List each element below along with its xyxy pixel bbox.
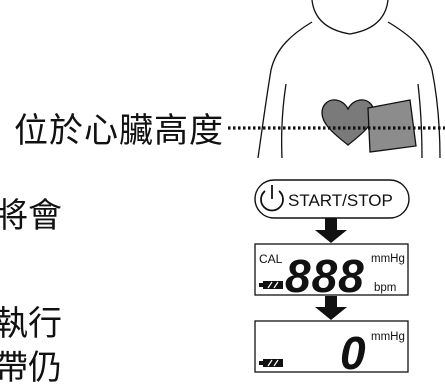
unit-mmhg: mmHg bbox=[371, 331, 405, 343]
unit-mmhg: mmHg bbox=[371, 253, 405, 265]
cal-label: CAL bbox=[259, 252, 283, 266]
display-panel-readings: CAL 888 mmHg bpm bbox=[254, 243, 409, 302]
battery-icon bbox=[259, 359, 283, 367]
torso-illustration bbox=[257, 0, 441, 159]
cuff-icon bbox=[367, 99, 417, 153]
arrow-down-icon bbox=[315, 218, 347, 243]
display-panel-zero: 0 mmHg bbox=[254, 320, 409, 379]
start-stop-label: START/STOP bbox=[288, 191, 393, 210]
arrow-down-icon bbox=[315, 296, 347, 320]
zero-digit: 0 bbox=[340, 327, 366, 379]
diagram-canvas: START/STOP CAL 888 mmHg bpm 0 bbox=[228, 0, 445, 379]
power-icon bbox=[260, 185, 284, 212]
start-stop-button[interactable]: START/STOP bbox=[254, 179, 410, 219]
heart-icon bbox=[321, 99, 375, 146]
heart-level-label: 位於心臟高度 bbox=[14, 111, 224, 151]
unit-bpm: bpm bbox=[374, 282, 396, 294]
instruction-text-fragment: 執行 bbox=[0, 304, 62, 344]
battery-icon bbox=[259, 281, 283, 289]
reading-digits: 888 bbox=[285, 250, 365, 302]
instruction-text-fragment: 將會 bbox=[0, 196, 62, 236]
